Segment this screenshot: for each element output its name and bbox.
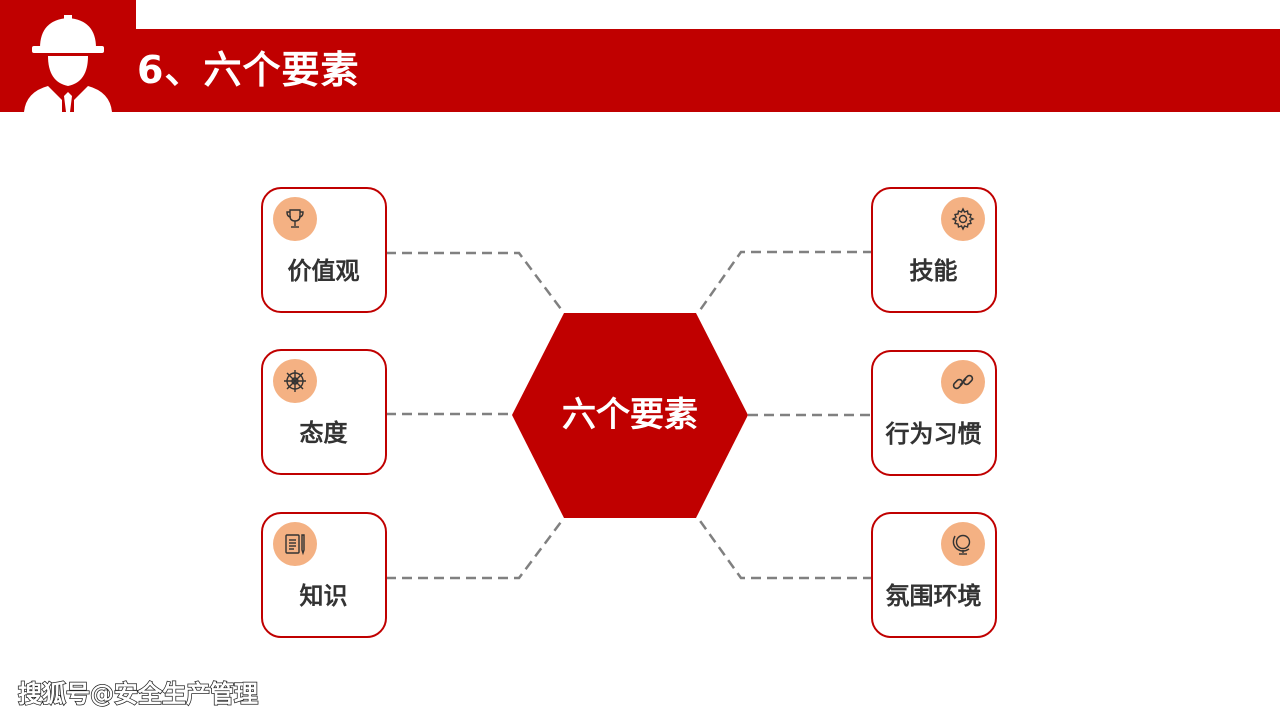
factor-label-knowledge: 知识 xyxy=(299,582,348,610)
document-pen-icon xyxy=(273,522,317,566)
connector-left-top xyxy=(386,251,565,314)
factor-card-skills: 技能 xyxy=(871,187,997,313)
title-bar xyxy=(0,29,1280,112)
factor-label-skills: 技能 xyxy=(909,257,958,285)
factor-label-habits: 行为习惯 xyxy=(885,420,982,448)
factor-card-knowledge: 知识 xyxy=(261,512,387,638)
connector-right-bottom xyxy=(696,517,873,580)
center-hexagon: 六个要素 xyxy=(512,313,748,518)
factor-card-values: 价值观 xyxy=(261,187,387,313)
center-label: 六个要素 xyxy=(562,395,698,435)
logo-block xyxy=(0,0,136,112)
worker-helmet-icon xyxy=(24,15,112,112)
watermark-text: 搜狐号@安全生产管理 xyxy=(17,679,259,709)
link-icon xyxy=(941,360,985,404)
trophy-icon xyxy=(273,197,317,241)
page-title: 6、六个要素 xyxy=(137,48,360,92)
factor-card-attitude: 态度 xyxy=(261,349,387,475)
factor-card-habits: 行为习惯 xyxy=(871,350,997,476)
connector-left-bottom xyxy=(386,517,565,580)
globe-icon xyxy=(941,522,985,566)
connector-right-top xyxy=(696,250,873,314)
factor-label-attitude: 态度 xyxy=(299,419,348,447)
ship-wheel-icon xyxy=(273,359,317,403)
factor-label-values: 价值观 xyxy=(287,257,360,285)
factor-card-atmosphere: 氛围环境 xyxy=(871,512,997,638)
gear-icon xyxy=(941,197,985,241)
factor-label-atmosphere: 氛围环境 xyxy=(885,582,982,610)
